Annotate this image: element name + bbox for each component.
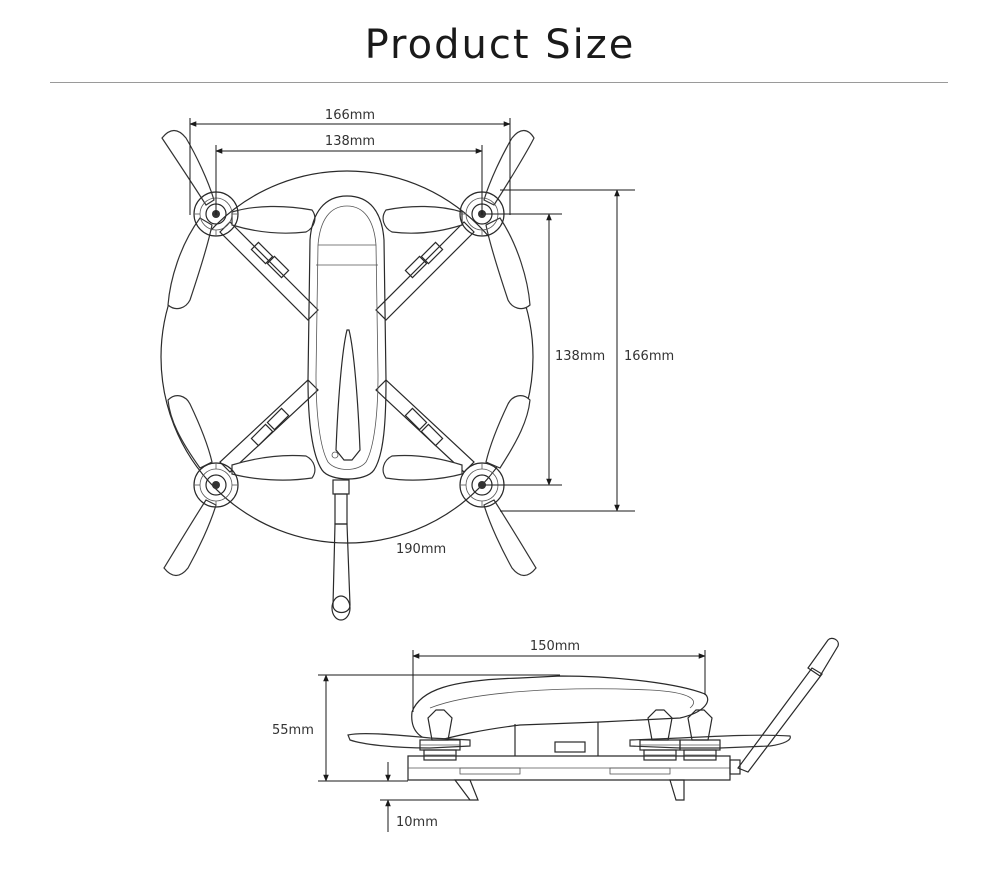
side-motor-front	[419, 709, 461, 761]
dim-height-outer: 166mm	[624, 349, 674, 364]
side-prop-rear	[629, 734, 791, 749]
antenna-top	[331, 479, 351, 621]
propeller-sweep-circle	[160, 170, 534, 544]
dim-height-inner: 138mm	[555, 349, 605, 364]
side-motor-rear	[679, 709, 721, 761]
arm-front-left	[219, 221, 319, 321]
dim-width-inner: 138mm	[325, 134, 375, 149]
propeller-front-left	[161, 129, 316, 310]
fuselage	[307, 195, 387, 480]
side-view: 150mm 55mm 10mm	[272, 637, 839, 832]
dim-length: 150mm	[530, 639, 580, 654]
dim-clearance: 10mm	[396, 815, 438, 830]
dim-height: 55mm	[272, 723, 314, 738]
top-view: 166mm 138mm 138mm 166mm 190mm	[160, 108, 674, 621]
propeller-front-right	[382, 129, 535, 310]
side-motor-rear-2	[639, 709, 681, 761]
dim-width-outer: 166mm	[325, 108, 375, 123]
side-antenna	[729, 637, 839, 775]
side-prop-front	[347, 732, 471, 749]
side-canopy	[411, 675, 709, 741]
dim-diameter: 190mm	[396, 542, 446, 557]
arm-front-right	[375, 221, 475, 321]
motor-rear-left	[193, 462, 239, 508]
page-title: Product Size	[364, 22, 636, 68]
side-chassis	[407, 755, 731, 781]
propeller-rear-right	[382, 395, 537, 577]
title-divider	[50, 82, 948, 83]
propeller-rear-left	[163, 395, 316, 577]
